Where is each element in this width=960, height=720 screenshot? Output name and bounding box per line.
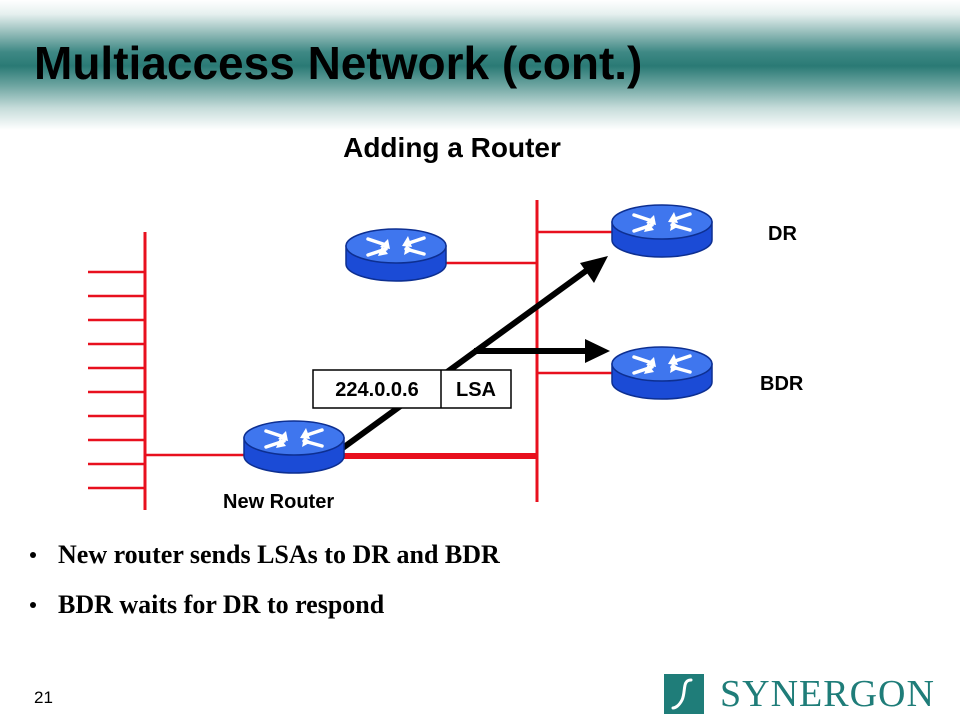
bullet-text: BDR waits for DR to respond [58, 590, 385, 619]
bullet-item: New router sends LSAs to DR and BDR [22, 540, 500, 590]
lsa-arrow-to-dr [338, 256, 608, 453]
packet-type: LSA [456, 379, 496, 401]
page-number: 21 [34, 688, 53, 707]
bullet-text: New router sends LSAs to DR and BDR [58, 540, 500, 569]
diagram-subtitle: Adding a Router [343, 132, 561, 163]
slide-title: Multiaccess Network (cont.) [34, 37, 643, 89]
lsa-packet: 224.0.0.6 LSA [312, 369, 512, 409]
bullet-list: New router sends LSAs to DR and BDR BDR … [22, 540, 500, 640]
dr-label: DR [768, 223, 797, 245]
logo-text: SYNERGON [720, 673, 935, 715]
bdr-label: BDR [760, 373, 804, 395]
dr-router-icon [610, 203, 714, 259]
bullet-dot-icon [30, 602, 36, 609]
bullet-item: BDR waits for DR to respond [22, 590, 500, 640]
synergon-logo-icon [664, 674, 704, 714]
new-router-icon [242, 419, 346, 475]
other-router-icon [344, 227, 448, 283]
header-band [0, 0, 960, 130]
new-router-label: New Router [223, 491, 334, 513]
bullet-dot-icon [30, 552, 36, 559]
packet-address: 224.0.0.6 [335, 379, 418, 401]
bdr-router-icon [610, 345, 714, 401]
lsa-arrow-to-bdr [474, 339, 610, 363]
left-ethernet-segment [88, 232, 245, 510]
